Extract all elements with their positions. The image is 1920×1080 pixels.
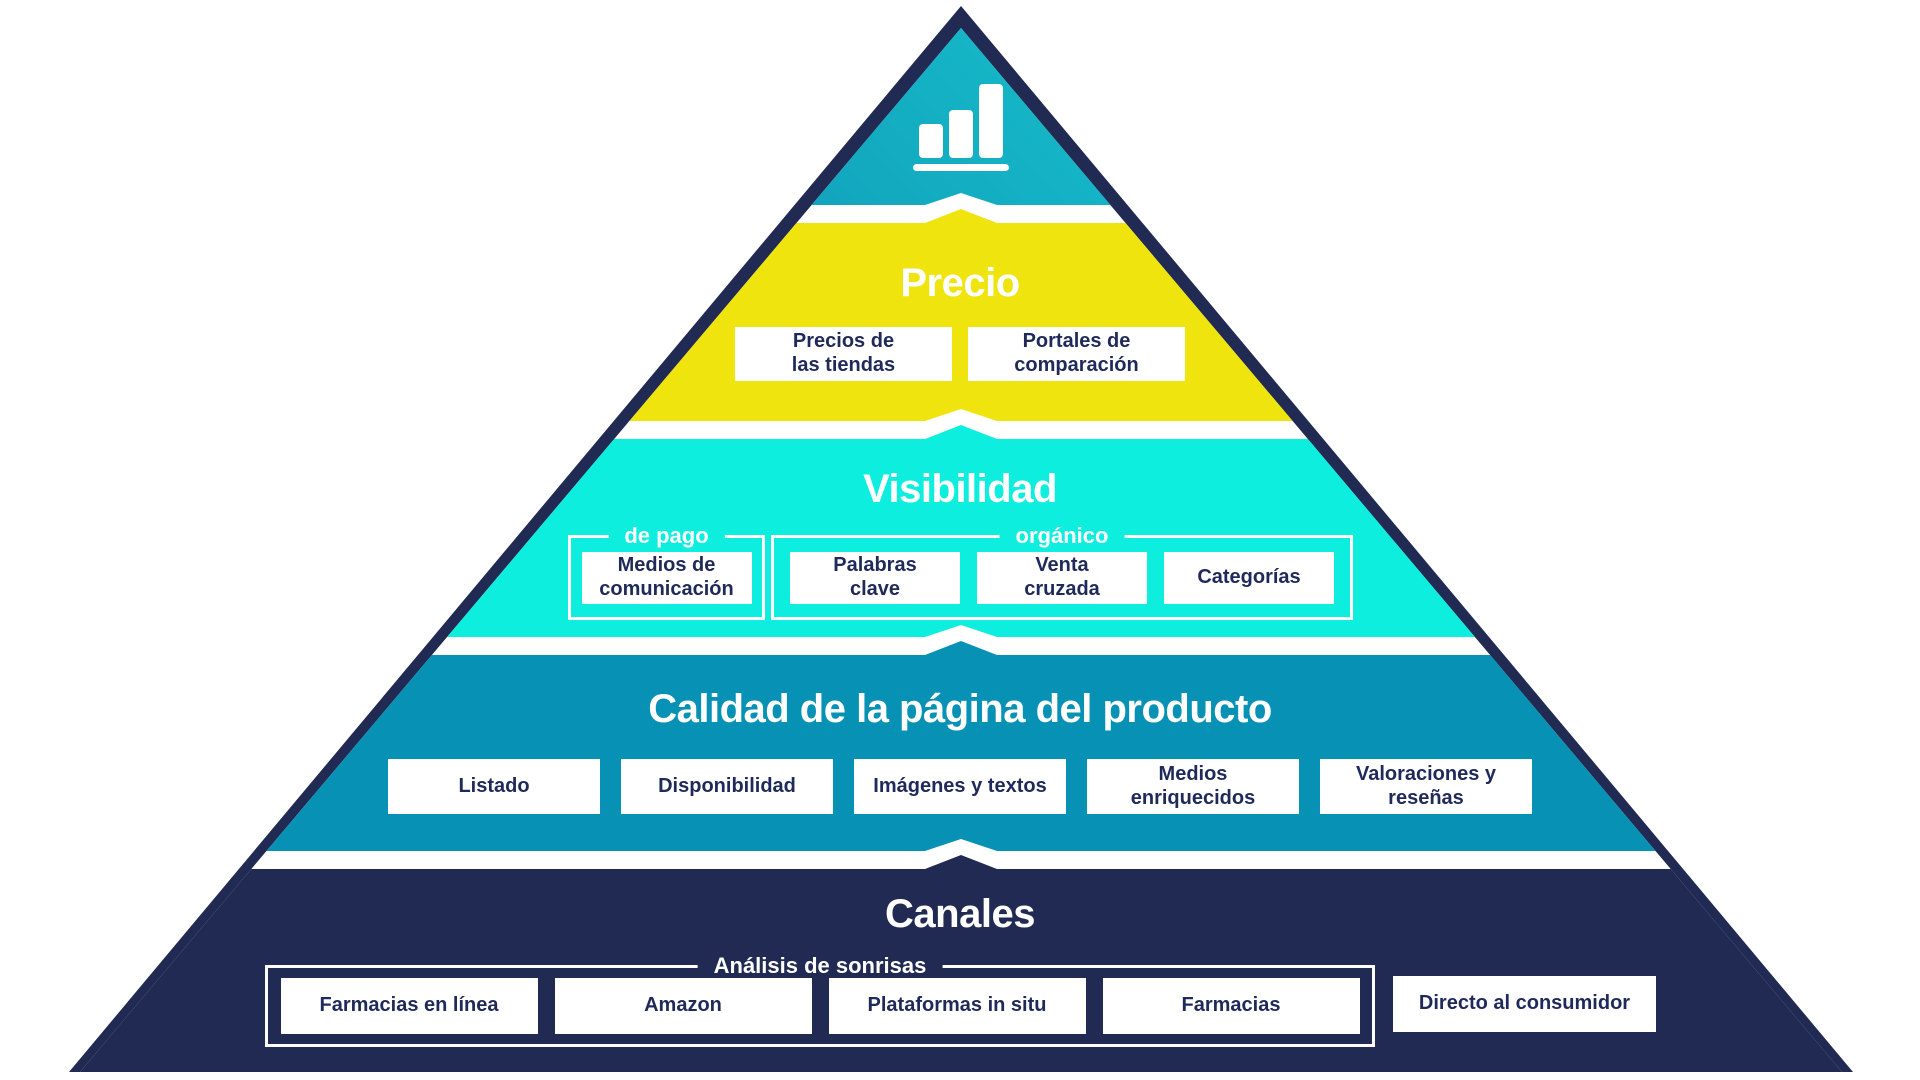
canales-box-directo-al-consumidor: Directo al consumidor xyxy=(1393,976,1656,1032)
precio-title: Precio xyxy=(900,261,1020,305)
canales-box-plataformas-in-situ: Plataformas in situ xyxy=(828,978,1086,1034)
precio-box-row: Precios de las tiendas Portales de compa… xyxy=(80,327,1842,381)
canales-title: Canales xyxy=(885,892,1035,936)
bar-chart-bar-small xyxy=(919,124,943,158)
canales-box-amazon: Amazon xyxy=(554,978,812,1034)
group-bracket-organico: orgánico Palabras clave Venta cruzada Ca… xyxy=(771,525,1353,620)
level-apex xyxy=(80,28,1842,205)
group-label-analisis-sonrisas: Análisis de sonrisas xyxy=(697,955,943,978)
level-visibilidad: Visibilidad de pago Medios de comunicaci… xyxy=(80,425,1842,637)
group-label-organico: orgánico xyxy=(999,525,1125,548)
level-canales: Canales Análisis de sonrisas Farmacias e… xyxy=(80,855,1842,1072)
calidad-box-row: Listado Disponibilidad Imágenes y textos… xyxy=(80,759,1842,814)
calidad-box-listado: Listado xyxy=(388,759,600,814)
bar-chart-baseline xyxy=(913,164,1009,171)
visibilidad-box-palabras-clave: Palabras clave xyxy=(790,551,960,604)
calidad-box-imagenes-textos: Imágenes y textos xyxy=(854,759,1066,814)
calidad-box-valoraciones-resenas: Valoraciones y reseñas xyxy=(1320,759,1532,814)
calidad-title: Calidad de la página del producto xyxy=(648,687,1272,731)
visibilidad-title: Visibilidad xyxy=(863,467,1057,511)
precio-box-portales-comparacion: Portales de comparación xyxy=(968,327,1185,381)
visibilidad-box-medios-comunicacion: Medios de comunicación xyxy=(581,551,752,604)
precio-box-precios-tiendas: Precios de las tiendas xyxy=(735,327,952,381)
group-label-de-pago: de pago xyxy=(608,525,725,548)
calidad-box-disponibilidad: Disponibilidad xyxy=(621,759,833,814)
group-bracket-de-pago: de pago Medios de comunicación xyxy=(568,525,765,620)
canales-box-farmacias-en-linea: Farmacias en línea xyxy=(280,978,538,1034)
level-precio: Precio Precios de las tiendas Portales d… xyxy=(80,209,1842,421)
bar-chart-bar-large xyxy=(979,84,1003,158)
visibilidad-box-venta-cruzada: Venta cruzada xyxy=(977,551,1147,604)
bar-chart-bars xyxy=(919,84,1003,158)
bar-chart-icon xyxy=(913,84,1009,171)
bar-chart-bar-medium xyxy=(949,110,973,158)
canales-box-farmacias: Farmacias xyxy=(1102,978,1360,1034)
group-bracket-analisis-sonrisas: Análisis de sonrisas Farmacias en línea … xyxy=(265,955,1375,1047)
visibilidad-box-categorias: Categorías xyxy=(1164,551,1334,604)
calidad-box-medios-enriquecidos: Medios enriquecidos xyxy=(1087,759,1299,814)
